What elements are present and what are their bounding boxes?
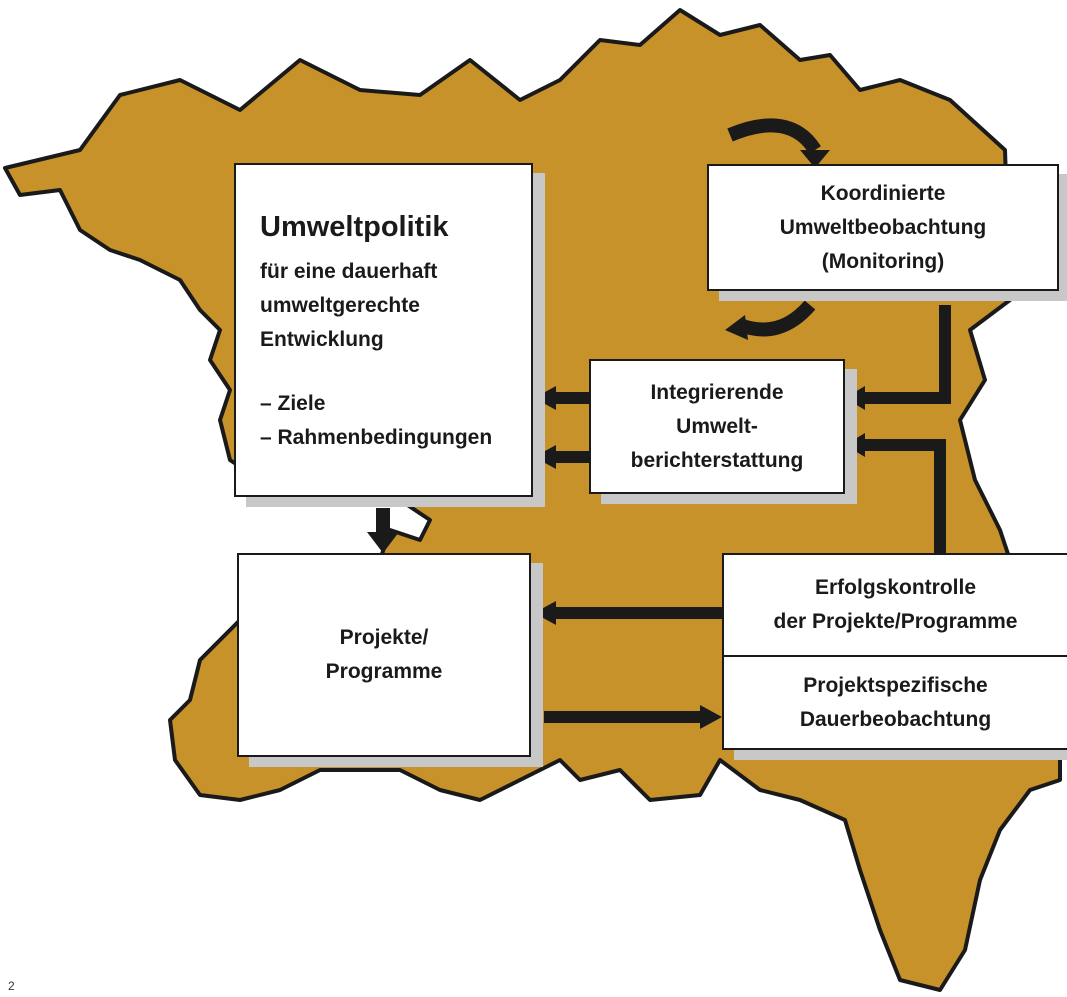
projects-line: Programme xyxy=(325,660,443,683)
arrow-policy-to-projects xyxy=(367,508,399,553)
arrow-projects-to-longterm xyxy=(544,705,722,729)
reporting-box: Integrierende Umwelt- berichterstattung xyxy=(589,359,845,494)
success-control-box: Erfolgskontrolle der Projekte/Programme xyxy=(722,553,1067,657)
arrow-reporting-to-policy-2 xyxy=(534,445,589,469)
policy-line: Entwicklung xyxy=(260,328,384,351)
page-number: 2 xyxy=(8,979,15,993)
environmental-policy-box: Umweltpolitik für eine dauerhaft umweltg… xyxy=(234,163,533,497)
arrow-monitoring-to-reporting xyxy=(845,305,951,410)
policy-bullet-goals: – Ziele xyxy=(260,392,326,415)
map-shape xyxy=(3,8,1062,992)
monitoring-line: Koordinierte xyxy=(820,181,946,205)
success-control-line: der Projekte/Programme xyxy=(773,610,1018,633)
policy-line: umweltgerechte xyxy=(260,294,420,317)
longterm-monitoring-box: Projektspezifische Dauerbeobachtung xyxy=(722,655,1067,750)
projects-line: Projekte/ xyxy=(339,626,429,649)
longterm-line: Dauerbeobachtung xyxy=(799,707,992,731)
arrow-control-to-projects xyxy=(534,601,722,625)
policy-bullet-conditions: – Rahmenbedingungen xyxy=(260,426,493,449)
policy-line: für eine dauerhaft xyxy=(260,260,438,283)
reporting-line: Umwelt- xyxy=(676,414,758,438)
policy-title: Umweltpolitik xyxy=(260,211,449,243)
projects-box: Projekte/ Programme xyxy=(237,553,531,757)
success-control-line: Erfolgskontrolle xyxy=(814,576,977,599)
monitoring-line: (Monitoring) xyxy=(821,249,945,273)
reporting-line: Integrierende xyxy=(650,380,784,404)
arrow-control-to-reporting xyxy=(845,433,946,553)
monitoring-cycle-arrow-bottom xyxy=(725,300,816,340)
monitoring-line: Umweltbeobachtung xyxy=(779,215,987,239)
arrow-reporting-to-policy-1 xyxy=(534,386,589,410)
reporting-line: berichterstattung xyxy=(630,448,804,472)
monitoring-box: Koordinierte Umweltbeobachtung (Monitori… xyxy=(707,164,1059,291)
monitoring-cycle-arrow-top xyxy=(727,118,830,168)
longterm-line: Projektspezifische xyxy=(803,673,988,697)
